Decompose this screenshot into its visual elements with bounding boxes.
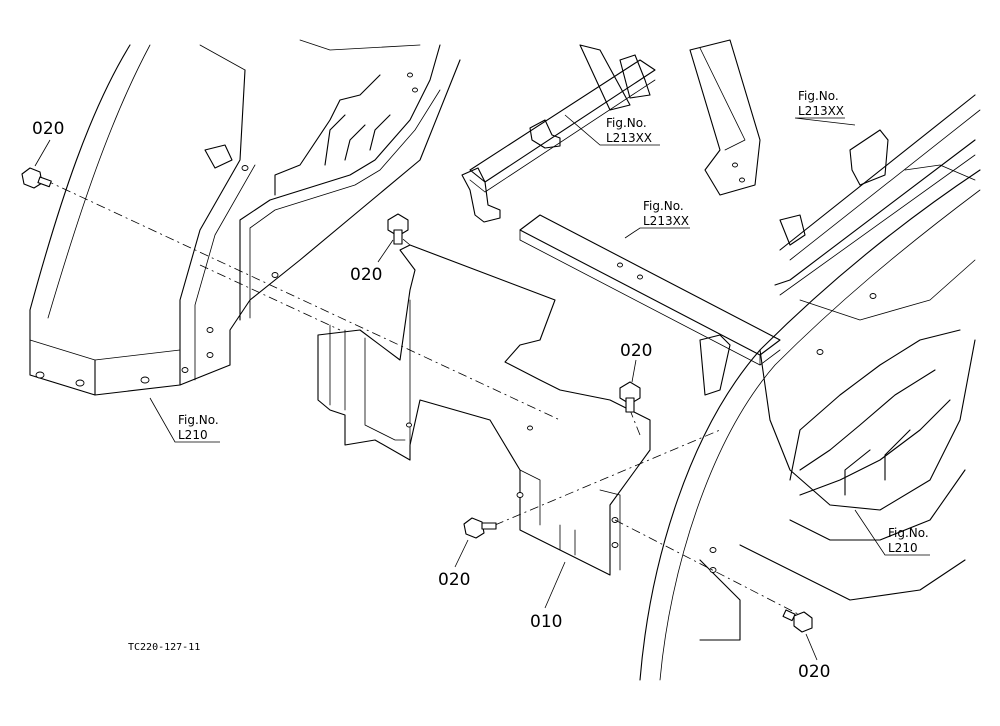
bolt-upper-mid bbox=[387, 213, 409, 245]
center-beam bbox=[519, 214, 781, 366]
drawing-code: TC220-127-11 bbox=[128, 642, 200, 653]
fig-ref-top-right: Fig.No. L213XX bbox=[798, 89, 844, 118]
fig-ref-right-frame: Fig.No. L210 bbox=[888, 526, 929, 555]
fig-ref-top-center: Fig.No. L213XX bbox=[606, 116, 652, 145]
fig-ref-code: L210 bbox=[888, 541, 918, 555]
fig-ref-left-frame: Fig.No. L210 bbox=[178, 413, 219, 442]
bolt-right-mid bbox=[619, 381, 641, 413]
right-fender-frame bbox=[639, 94, 981, 681]
bracket-010 bbox=[317, 244, 731, 576]
callout-bolt-right-mid: 020 bbox=[620, 341, 652, 361]
callout-bolt-upper-mid: 020 bbox=[350, 265, 382, 285]
fig-ref-center-beam: Fig.No. L213XX bbox=[643, 199, 689, 228]
fig-no-label: Fig.No. bbox=[888, 526, 929, 540]
fig-no-label: Fig.No. bbox=[178, 413, 219, 427]
callout-bolt-lower-mid: 020 bbox=[438, 570, 470, 590]
fig-no-label: Fig.No. bbox=[606, 116, 647, 130]
bolt-lower-mid bbox=[463, 517, 497, 539]
fig-ref-code: L213XX bbox=[643, 214, 689, 228]
fig-ref-code: L213XX bbox=[798, 104, 844, 118]
callout-bolt-top-left: 020 bbox=[32, 119, 64, 139]
fig-ref-code: L210 bbox=[178, 428, 208, 442]
callout-bolt-bottom-right: 020 bbox=[798, 662, 830, 682]
callout-bracket: 010 bbox=[530, 612, 562, 632]
fig-no-label: Fig.No. bbox=[643, 199, 684, 213]
bolt-top-left bbox=[21, 167, 52, 189]
left-fender-frame bbox=[29, 39, 461, 396]
top-center-brackets bbox=[461, 39, 761, 223]
bolt-bottom-right bbox=[782, 609, 813, 633]
fig-no-label: Fig.No. bbox=[798, 89, 839, 103]
leader-lines bbox=[34, 114, 930, 661]
fig-ref-code: L213XX bbox=[606, 131, 652, 145]
